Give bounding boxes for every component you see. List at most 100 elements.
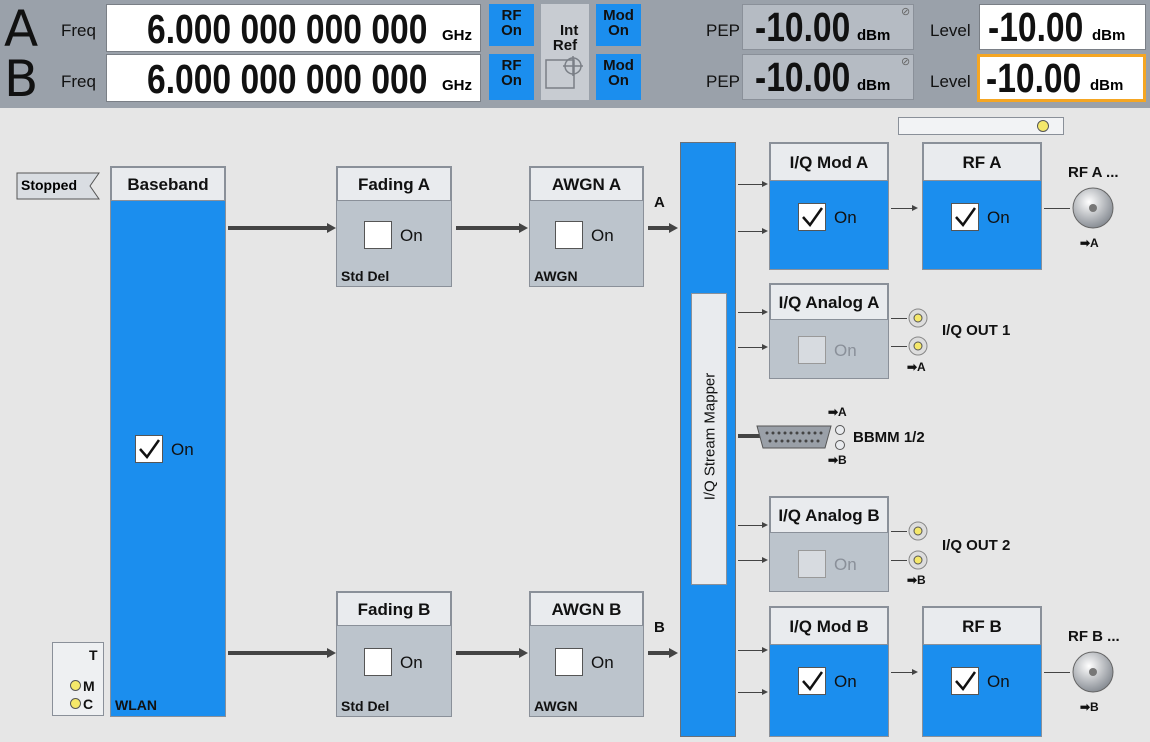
level-field-b[interactable]: -10.00 dBm <box>977 54 1146 102</box>
iq-analog-a-title: I/Q Analog A <box>770 284 888 320</box>
checkmark-icon <box>802 207 824 228</box>
awgn-a-checkbox[interactable] <box>555 221 583 249</box>
pep-label-a: PEP <box>706 21 741 40</box>
freq-unit-b: GHz <box>442 77 472 94</box>
baseband-checkbox[interactable] <box>135 435 163 463</box>
wire <box>738 347 762 348</box>
baseband-on-label: On <box>171 440 194 459</box>
pep-value-b: -10.00 <box>755 54 851 100</box>
arrow-icon <box>519 648 528 658</box>
trigger-marker-clock-panel[interactable]: T M C <box>52 642 104 716</box>
iq-out-2-label: I/Q OUT 2 <box>942 537 1011 554</box>
fading-b-checkbox[interactable] <box>364 648 392 676</box>
int-ref-label: Int Ref <box>552 22 579 54</box>
level-label-a: Level <box>930 21 971 40</box>
baseband-standard: WLAN <box>115 697 157 713</box>
iq-stream-mapper-block[interactable]: I/Q Stream Mapper <box>680 142 736 737</box>
path-b-indicator: B <box>4 50 39 108</box>
freq-label-b: Freq <box>61 72 96 91</box>
rf-b-checkbox[interactable] <box>951 667 979 695</box>
mod-on-button-b[interactable]: Mod On <box>596 54 641 100</box>
awgn-a-block[interactable]: AWGN A On AWGN <box>529 166 644 287</box>
fading-b-block[interactable]: Fading B On Std Del <box>336 591 452 717</box>
iq-mod-b-title: I/Q Mod B <box>770 607 888 645</box>
awgn-b-block[interactable]: AWGN B On AWGN <box>529 591 644 717</box>
iq-mod-b-block[interactable]: I/Q Mod B On <box>769 606 889 737</box>
rf-on-button-b[interactable]: RF On <box>489 54 534 100</box>
wire <box>891 208 913 209</box>
trigger-label: T <box>89 647 98 663</box>
pep-field-a[interactable]: -10.00 dBm ⊘ <box>742 4 914 50</box>
bnc-connector-icon[interactable] <box>905 549 931 571</box>
wire <box>456 226 520 230</box>
wire <box>891 560 907 561</box>
fading-b-on-label: On <box>400 653 423 672</box>
rf-b-title: RF B <box>923 607 1041 645</box>
arrow-icon <box>669 648 678 658</box>
status-led-icon <box>1037 120 1049 132</box>
arrow-icon <box>762 557 768 563</box>
bbmm-connector-icon[interactable] <box>755 424 833 450</box>
marker-led-icon <box>70 680 81 691</box>
iq-out-1-label: I/Q OUT 1 <box>942 322 1011 339</box>
fading-b-sub: Std Del <box>341 698 390 714</box>
awgn-b-title: AWGN B <box>530 592 643 626</box>
checkmark-icon <box>139 439 161 460</box>
arrow-icon <box>912 669 918 675</box>
wire <box>738 650 762 651</box>
level-field-a[interactable]: -10.00 dBm <box>979 4 1146 50</box>
no-entry-icon: ⊘ <box>901 6 911 18</box>
awgn-b-checkbox[interactable] <box>555 648 583 676</box>
fading-a-checkbox[interactable] <box>364 221 392 249</box>
fading-a-block[interactable]: Fading A On Std Del <box>336 166 452 287</box>
arrow-icon <box>327 648 336 658</box>
awgn-a-title: AWGN A <box>530 167 643 201</box>
wire <box>228 651 328 655</box>
iq-mod-b-checkbox[interactable] <box>798 667 826 695</box>
arrow-icon <box>327 223 336 233</box>
iq-mod-a-block[interactable]: I/Q Mod A On <box>769 142 889 270</box>
iq-mod-a-checkbox[interactable] <box>798 203 826 231</box>
iq-analog-a-block[interactable]: I/Q Analog A On <box>769 283 889 379</box>
iq-out-2-arrow: ➡B <box>907 573 926 587</box>
baseband-title: Baseband <box>111 167 225 201</box>
wire <box>738 184 762 185</box>
pep-label-b: PEP <box>706 72 741 91</box>
bnc-connector-icon[interactable] <box>905 520 931 542</box>
iq-analog-a-on-label: On <box>834 341 857 360</box>
pep-unit-b: dBm <box>857 77 891 94</box>
rf-b-connector-icon[interactable] <box>1069 650 1117 698</box>
fading-b-title: Fading B <box>337 592 451 626</box>
bnc-connector-icon[interactable] <box>905 335 931 357</box>
iq-stream-mapper-button[interactable]: I/Q Stream Mapper <box>691 293 727 585</box>
iq-analog-b-block[interactable]: I/Q Analog B On <box>769 496 889 592</box>
rf-a-connector-icon[interactable] <box>1069 186 1117 234</box>
iq-analog-b-checkbox[interactable] <box>798 550 826 578</box>
freq-field-a[interactable]: 6.000 000 000 000 GHz <box>106 4 481 52</box>
ref-oscillator-icon <box>545 56 583 89</box>
rf-a-connector-label: RF A ... <box>1068 164 1119 181</box>
wire <box>738 312 762 313</box>
freq-value-b: 6.000 000 000 000 <box>147 56 428 102</box>
freq-field-b[interactable]: 6.000 000 000 000 GHz <box>106 54 481 102</box>
wire <box>738 692 762 693</box>
baseband-block[interactable]: Baseband On WLAN <box>110 166 226 717</box>
rf-a-checkbox[interactable] <box>951 203 979 231</box>
int-ref-button[interactable]: Int Ref <box>541 4 589 100</box>
bnc-connector-icon[interactable] <box>905 307 931 329</box>
iq-mod-b-on-label: On <box>834 672 857 691</box>
marker-label: M <box>83 678 95 694</box>
mod-on-button-a[interactable]: Mod On <box>596 4 641 46</box>
wire <box>738 525 762 526</box>
wire <box>891 318 907 319</box>
rf-b-block[interactable]: RF B On <box>922 606 1042 737</box>
iq-stream-mapper-label: I/Q Stream Mapper <box>701 372 719 501</box>
path-a-indicator: A <box>4 0 39 58</box>
iq-analog-b-title: I/Q Analog B <box>770 497 888 533</box>
pep-field-b[interactable]: -10.00 dBm ⊘ <box>742 54 914 100</box>
rf-on-button-a[interactable]: RF On <box>489 4 534 46</box>
awgn-b-on-label: On <box>591 653 614 672</box>
wire <box>738 560 762 561</box>
iq-analog-a-checkbox[interactable] <box>798 336 826 364</box>
rf-a-block[interactable]: RF A On <box>922 142 1042 270</box>
